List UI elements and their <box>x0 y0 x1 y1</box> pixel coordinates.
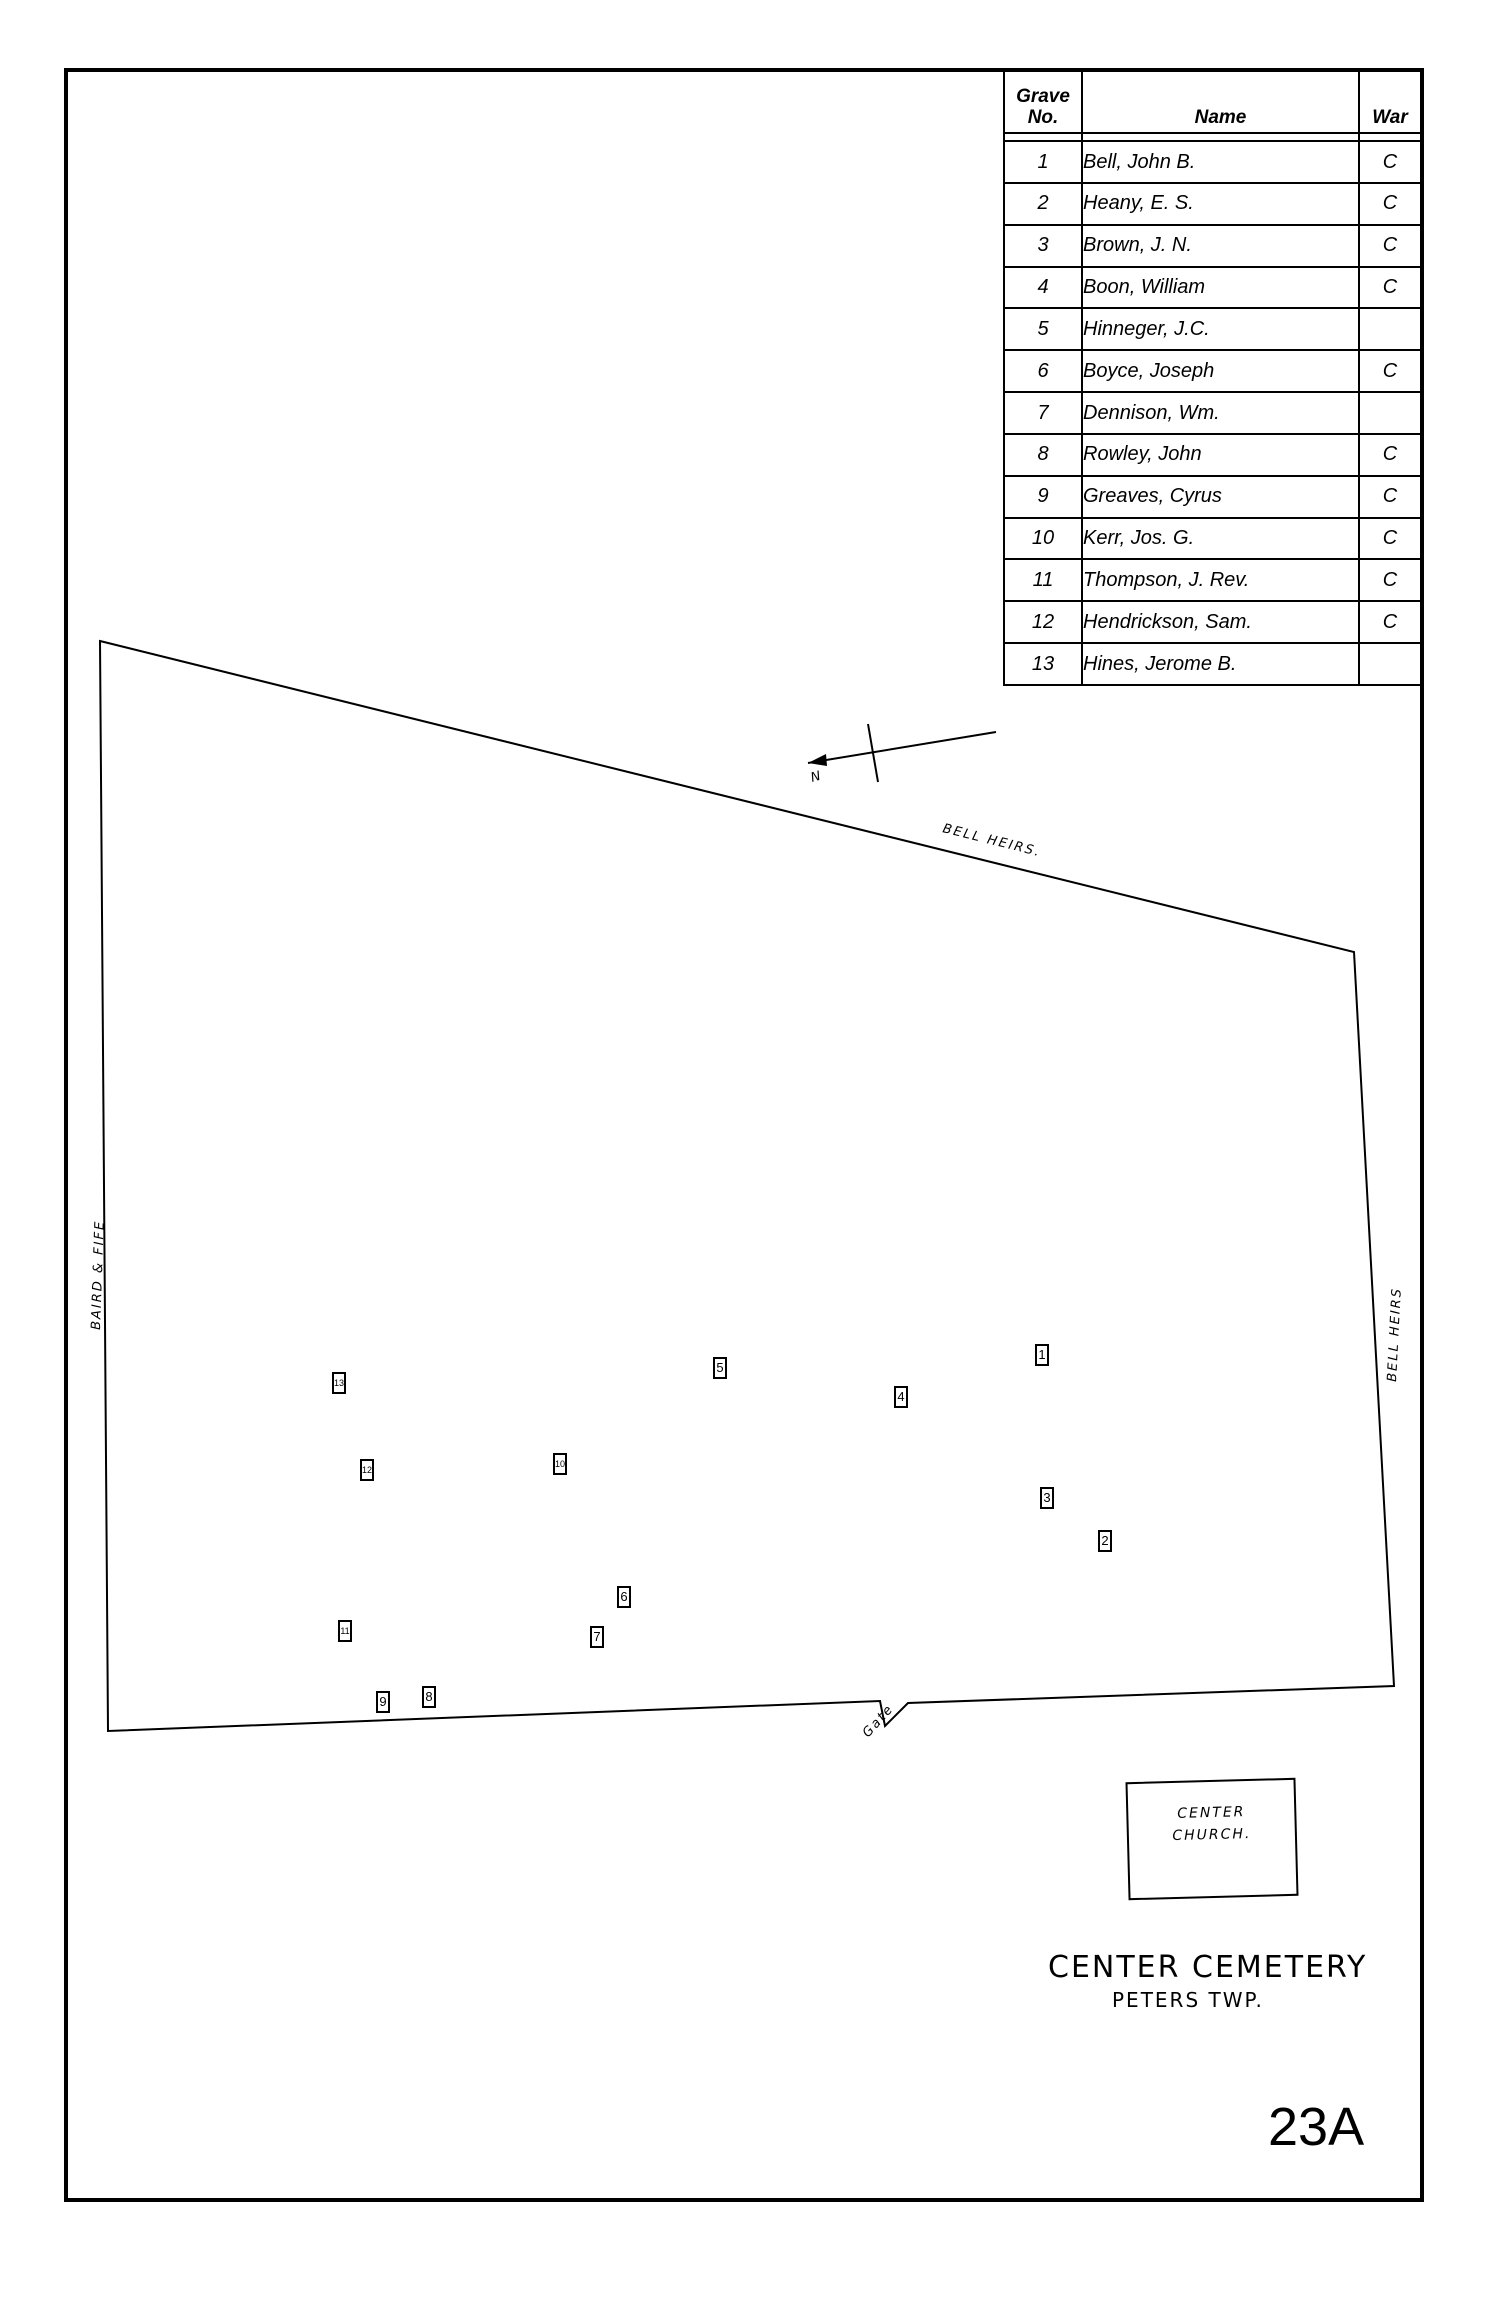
war-cell <box>1358 642 1422 686</box>
war-cell: C <box>1358 558 1422 603</box>
grave-number-cell: 13 <box>1003 642 1083 686</box>
grave-no-header: Grave No. <box>1003 70 1083 134</box>
name-cell: Rowley, John <box>1081 432 1360 477</box>
war-header: War <box>1358 70 1422 134</box>
grave-number-cell: 8 <box>1003 432 1083 477</box>
north-arrow-shaft <box>807 731 997 764</box>
grave-number-cell: 4 <box>1003 265 1083 310</box>
grave-marker-10[interactable]: 10 <box>553 1453 567 1475</box>
north-arrow-crossbar <box>867 723 879 783</box>
war-cell <box>1358 307 1422 352</box>
name-cell: Hinneger, J.C. <box>1081 307 1360 352</box>
grave-number-cell: 7 <box>1003 391 1083 435</box>
cemetery-boundary <box>98 639 1396 1733</box>
grave-marker-2[interactable]: 2 <box>1098 1530 1112 1552</box>
war-cell: C <box>1358 181 1422 226</box>
table-header-row: Grave No. Name War <box>1003 70 1422 134</box>
grave-number-cell: 10 <box>1003 516 1083 561</box>
sheet-number: 23A <box>1268 2097 1365 2157</box>
grave-number-cell: 11 <box>1003 558 1083 603</box>
name-cell: Boon, William <box>1081 265 1360 310</box>
name-header: Name <box>1081 70 1360 134</box>
name-cell: Greaves, Cyrus <box>1081 474 1360 519</box>
header-divider <box>1003 131 1422 143</box>
grave-marker-11[interactable]: 11 <box>338 1620 352 1642</box>
war-cell: C <box>1358 265 1422 310</box>
war-cell: C <box>1358 140 1422 184</box>
north-arrow-head <box>808 754 827 766</box>
grave-number-cell: 9 <box>1003 474 1083 519</box>
war-cell: C <box>1358 432 1422 477</box>
name-cell: Thompson, J. Rev. <box>1081 558 1360 603</box>
church-label-line2: CHURCH. <box>1172 1825 1252 1845</box>
grave-marker-13[interactable]: 13 <box>332 1372 346 1394</box>
name-cell: Boyce, Joseph <box>1081 349 1360 394</box>
war-cell: C <box>1358 474 1422 519</box>
name-cell: Kerr, Jos. G. <box>1081 516 1360 561</box>
grave-marker-6[interactable]: 6 <box>617 1586 631 1608</box>
map-subtitle: PETERS TWP. <box>1112 1988 1264 2012</box>
grave-number-cell: 2 <box>1003 181 1083 226</box>
gate-label: Gate <box>860 1702 897 1741</box>
grave-marker-5[interactable]: 5 <box>713 1357 727 1379</box>
grave-marker-4[interactable]: 4 <box>894 1386 908 1408</box>
name-cell: Dennison, Wm. <box>1081 391 1360 435</box>
name-cell: Hines, Jerome B. <box>1081 642 1360 686</box>
grave-marker-9[interactable]: 9 <box>376 1691 390 1713</box>
war-cell <box>1358 391 1422 435</box>
grave-marker-12[interactable]: 12 <box>360 1459 374 1481</box>
top-boundary-label: BELL HEIRS. <box>941 821 1043 860</box>
center-church-building: CENTER CHURCH. <box>1125 1777 1299 1901</box>
right-boundary-label: BELL HEIRS <box>1385 1287 1405 1383</box>
grave-marker-7[interactable]: 7 <box>590 1626 604 1648</box>
map-title: CENTER CEMETERY <box>1048 1950 1368 1985</box>
page-frame <box>64 68 1424 2202</box>
grave-marker-8[interactable]: 8 <box>422 1686 436 1708</box>
grave-number-cell: 3 <box>1003 223 1083 268</box>
name-cell: Brown, J. N. <box>1081 223 1360 268</box>
grave-number-cell: 6 <box>1003 349 1083 394</box>
name-cell: Bell, John B. <box>1081 140 1360 184</box>
north-label: N <box>809 768 824 786</box>
grave-marker-1[interactable]: 1 <box>1035 1344 1049 1366</box>
grave-number-cell: 12 <box>1003 600 1083 645</box>
war-cell: C <box>1358 600 1422 645</box>
grave-number-cell: 1 <box>1003 140 1083 184</box>
name-cell: Hendrickson, Sam. <box>1081 600 1360 645</box>
church-label: CENTER CHURCH. <box>1128 1800 1295 1848</box>
grave-marker-3[interactable]: 3 <box>1040 1487 1054 1509</box>
left-boundary-label: BAIRD & FIFE <box>89 1220 108 1331</box>
grave-number-cell: 5 <box>1003 307 1083 352</box>
war-cell: C <box>1358 516 1422 561</box>
name-cell: Heany, E. S. <box>1081 181 1360 226</box>
war-cell: C <box>1358 349 1422 394</box>
war-cell: C <box>1358 223 1422 268</box>
